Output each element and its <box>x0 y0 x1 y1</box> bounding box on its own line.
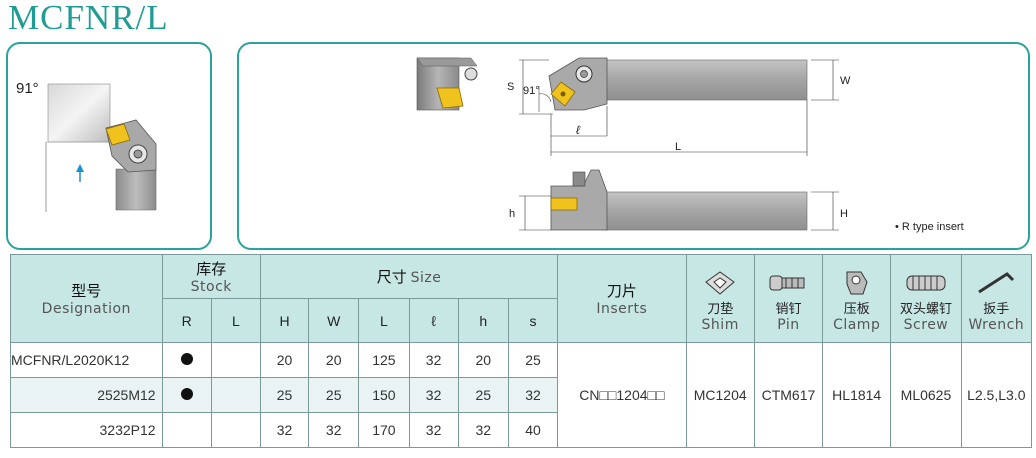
dim-h-small-label: h <box>509 208 515 220</box>
r-type-note: • R type insert <box>895 221 964 233</box>
top-view-drawing <box>45 83 157 212</box>
size-w-cell: 25 <box>308 377 360 413</box>
stock-r-cell <box>161 412 212 448</box>
stock-header: 库存 Stock <box>161 254 261 299</box>
stock-r-header: R <box>161 298 212 343</box>
size-h-cell: 32 <box>259 412 310 448</box>
pin-icon <box>769 275 805 290</box>
shim-cell: MC1204 <box>685 342 755 448</box>
size-w-cell: 32 <box>308 412 360 448</box>
size-ll-cell: 32 <box>408 342 459 378</box>
shim-header: 刀垫 Shim <box>685 254 755 343</box>
table-row: MCFNR/L2020K12 20 20 125 32 20 25 CN□□12… <box>10 342 1033 448</box>
size-h-small-cell: 32 <box>457 412 509 448</box>
size-s-header: s <box>507 298 559 343</box>
dim-l-label: L <box>675 141 681 153</box>
size-h-small-cell: 25 <box>457 377 509 413</box>
wrench-cell: L2.5,L3.0 <box>960 342 1033 448</box>
spec-table: 型号 Designation 库存 Stock 尺寸 Size 刀片 Inser… <box>10 254 1033 448</box>
size-l-cell: 150 <box>358 377 410 413</box>
size-h-cell: 25 <box>259 377 310 413</box>
pin-header: 销钉 Pin <box>753 254 824 343</box>
insert-cell: CN□□1204□□ <box>557 342 687 448</box>
stock-r-cell <box>161 377 212 413</box>
dim-s-label: S <box>507 81 514 93</box>
size-l-cell: 170 <box>358 412 410 448</box>
size-ll-cell: 32 <box>408 412 459 448</box>
size-l-header: L <box>358 298 410 343</box>
in-stock-dot <box>180 353 193 365</box>
clamp-header: 压板 Clamp <box>822 254 892 343</box>
pin-cell: CTM617 <box>753 342 824 448</box>
stock-r-cell <box>161 342 212 378</box>
size-header: 尺寸 Size <box>259 254 559 299</box>
size-ll-header: ℓ <box>408 298 459 343</box>
clamp-cell: HL1814 <box>822 342 892 448</box>
size-ll-cell: 32 <box>408 377 459 413</box>
designation-cell: 2525M12 <box>10 377 163 413</box>
size-h-header: H <box>259 298 310 343</box>
dim-w-label: W <box>840 75 851 87</box>
size-s-cell: 32 <box>507 377 559 413</box>
stock-l-cell <box>210 412 261 448</box>
stock-l-header: L <box>210 298 261 343</box>
size-w-header: W <box>308 298 360 343</box>
dimension-panel: S 91° W ℓ L h H • R type insert <box>237 42 1030 250</box>
designation-header: 型号 Designation <box>10 254 163 343</box>
dim-l-small-label: ℓ <box>576 123 581 137</box>
screw-header: 双头螺钉 Screw <box>890 254 962 343</box>
angle-label: 91° <box>16 80 39 97</box>
size-h-small-header: h <box>457 298 509 343</box>
clamp-icon <box>846 271 868 294</box>
dim-h-label: H <box>840 208 848 220</box>
designation-cell: 3232P12 <box>10 412 163 448</box>
stock-l-cell <box>210 377 261 413</box>
wrench-header: 扳手 Wrench <box>960 254 1033 343</box>
shim-icon <box>705 270 736 295</box>
size-w-cell: 20 <box>308 342 360 378</box>
wrench-icon <box>978 271 1015 293</box>
stock-l-cell <box>210 342 261 378</box>
dimension-drawing: S 91° W ℓ L h H • R type insert <box>416 57 964 233</box>
dim-angle-label: 91° <box>523 85 540 97</box>
page-title: MCFNR/L <box>8 0 169 37</box>
size-h-small-cell: 20 <box>457 342 509 378</box>
inserts-header: 刀片 Inserts <box>557 254 687 343</box>
table-row: 3232P12 32 32 170 32 32 40 <box>10 412 1032 448</box>
size-s-cell: 40 <box>507 412 559 448</box>
designation-cell: MCFNR/L2020K12 <box>10 342 163 378</box>
size-s-cell: 25 <box>507 342 559 378</box>
in-stock-dot <box>180 388 193 400</box>
screw-cell: ML0625 <box>890 342 962 448</box>
table-row: 2525M12 25 25 150 32 25 32 <box>10 377 1032 413</box>
top-view-panel: 91° <box>6 42 212 250</box>
size-l-cell: 125 <box>358 342 410 378</box>
screw-icon <box>906 275 946 290</box>
size-h-cell: 20 <box>259 342 310 378</box>
